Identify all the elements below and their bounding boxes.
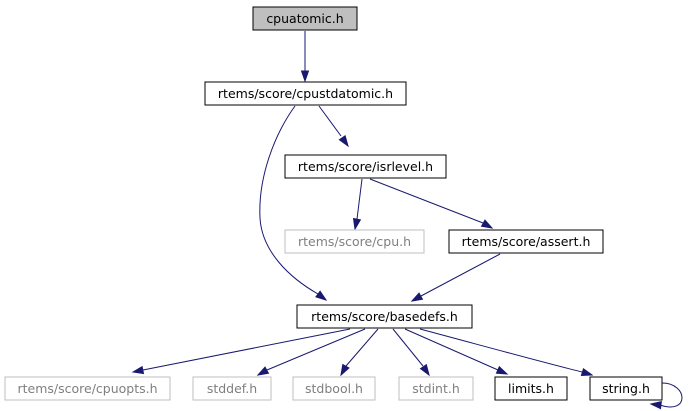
node-box: [4, 376, 171, 401]
node-cpu: rtems/score/cpu.h: [284, 229, 425, 254]
edge-basedefs-to-string: [419, 328, 594, 377]
node-label: rtems/score/cpu.h: [298, 234, 411, 249]
edge-basedefs-to-cpuopts: [131, 328, 351, 375]
edge-line: [345, 328, 379, 367]
arrowhead: [131, 365, 145, 375]
edge-line: [369, 178, 484, 224]
edge-isrlevel-to-cpu: [352, 178, 363, 231]
edge-line: [420, 253, 501, 297]
node-box: [448, 229, 604, 254]
arrowhead: [495, 365, 509, 375]
node-label: cpuatomic.h: [266, 11, 343, 26]
edge-line: [392, 328, 424, 367]
edge-line: [318, 105, 342, 137]
edge-string-to-string: [649, 382, 683, 410]
node-label: rtems/score/basedefs.h: [311, 309, 458, 324]
node-box: [292, 376, 376, 401]
arrowhead: [580, 367, 594, 377]
node-cpuopts: rtems/score/cpuopts.h: [4, 376, 171, 401]
edge-line: [356, 178, 363, 220]
node-label: string.h: [602, 381, 650, 396]
nodes-layer: cpuatomic.h rtems/score/cpustdatomic.h rte…: [4, 6, 663, 401]
edge-basedefs-to-stddef: [256, 328, 366, 376]
arrowhead: [256, 366, 270, 376]
arrowhead: [340, 363, 350, 377]
edge-line: [659, 382, 683, 408]
node-cpustdatomic[interactable]: rtems/score/cpustdatomic.h: [204, 81, 407, 106]
arrowhead: [419, 363, 430, 377]
node-limits[interactable]: limits.h: [494, 376, 568, 401]
node-assert[interactable]: rtems/score/assert.h: [448, 229, 604, 254]
edge-isrlevel-to-assert: [369, 178, 494, 229]
node-stdbool: stdbool.h: [292, 376, 376, 401]
node-box: [589, 376, 663, 401]
node-label: stddef.h: [207, 381, 257, 396]
edge-line: [142, 328, 351, 371]
arrowhead: [315, 290, 328, 301]
node-label: rtems/score/isrlevel.h: [298, 159, 433, 174]
node-cpuatomic[interactable]: cpuatomic.h: [252, 6, 358, 31]
edges-layer: [131, 31, 683, 410]
node-label: rtems/score/assert.h: [462, 234, 591, 249]
arrowhead: [480, 219, 494, 229]
edge-basedefs-to-stdbool: [340, 328, 379, 377]
node-box: [284, 229, 425, 254]
arrowhead: [352, 217, 362, 231]
arrowhead: [338, 134, 349, 148]
edge-basedefs-to-stdint: [392, 328, 430, 377]
arrowhead: [649, 400, 662, 410]
edge-line: [419, 328, 583, 373]
edge-line: [404, 328, 499, 371]
arrowhead: [300, 70, 310, 83]
arrowhead: [410, 292, 424, 302]
edge-cpustdatomic-to-basedefs: [259, 105, 328, 301]
node-box: [398, 376, 474, 401]
edge-assert-to-basedefs: [410, 253, 501, 302]
edge-line: [259, 105, 319, 295]
node-box: [252, 6, 358, 31]
edge-cpustdatomic-to-isrlevel: [318, 105, 349, 148]
node-label: rtems/score/cpuopts.h: [17, 381, 157, 396]
node-box: [192, 376, 272, 401]
node-basedefs[interactable]: rtems/score/basedefs.h: [296, 304, 473, 329]
node-label: rtems/score/cpustdatomic.h: [218, 86, 393, 101]
node-label: stdint.h: [412, 381, 460, 396]
node-stddef: stddef.h: [192, 376, 272, 401]
node-box: [296, 304, 473, 329]
node-box: [204, 81, 407, 106]
edge-line: [266, 328, 366, 371]
node-stdint: stdint.h: [398, 376, 474, 401]
edge-basedefs-to-limits: [404, 328, 509, 375]
edge-cpuatomic-to-cpustdatomic: [300, 31, 310, 83]
node-box: [284, 154, 447, 179]
node-box: [494, 376, 568, 401]
node-string[interactable]: string.h: [589, 376, 663, 401]
node-isrlevel[interactable]: rtems/score/isrlevel.h: [284, 154, 447, 179]
node-label: limits.h: [508, 381, 554, 396]
node-label: stdbool.h: [305, 381, 363, 396]
